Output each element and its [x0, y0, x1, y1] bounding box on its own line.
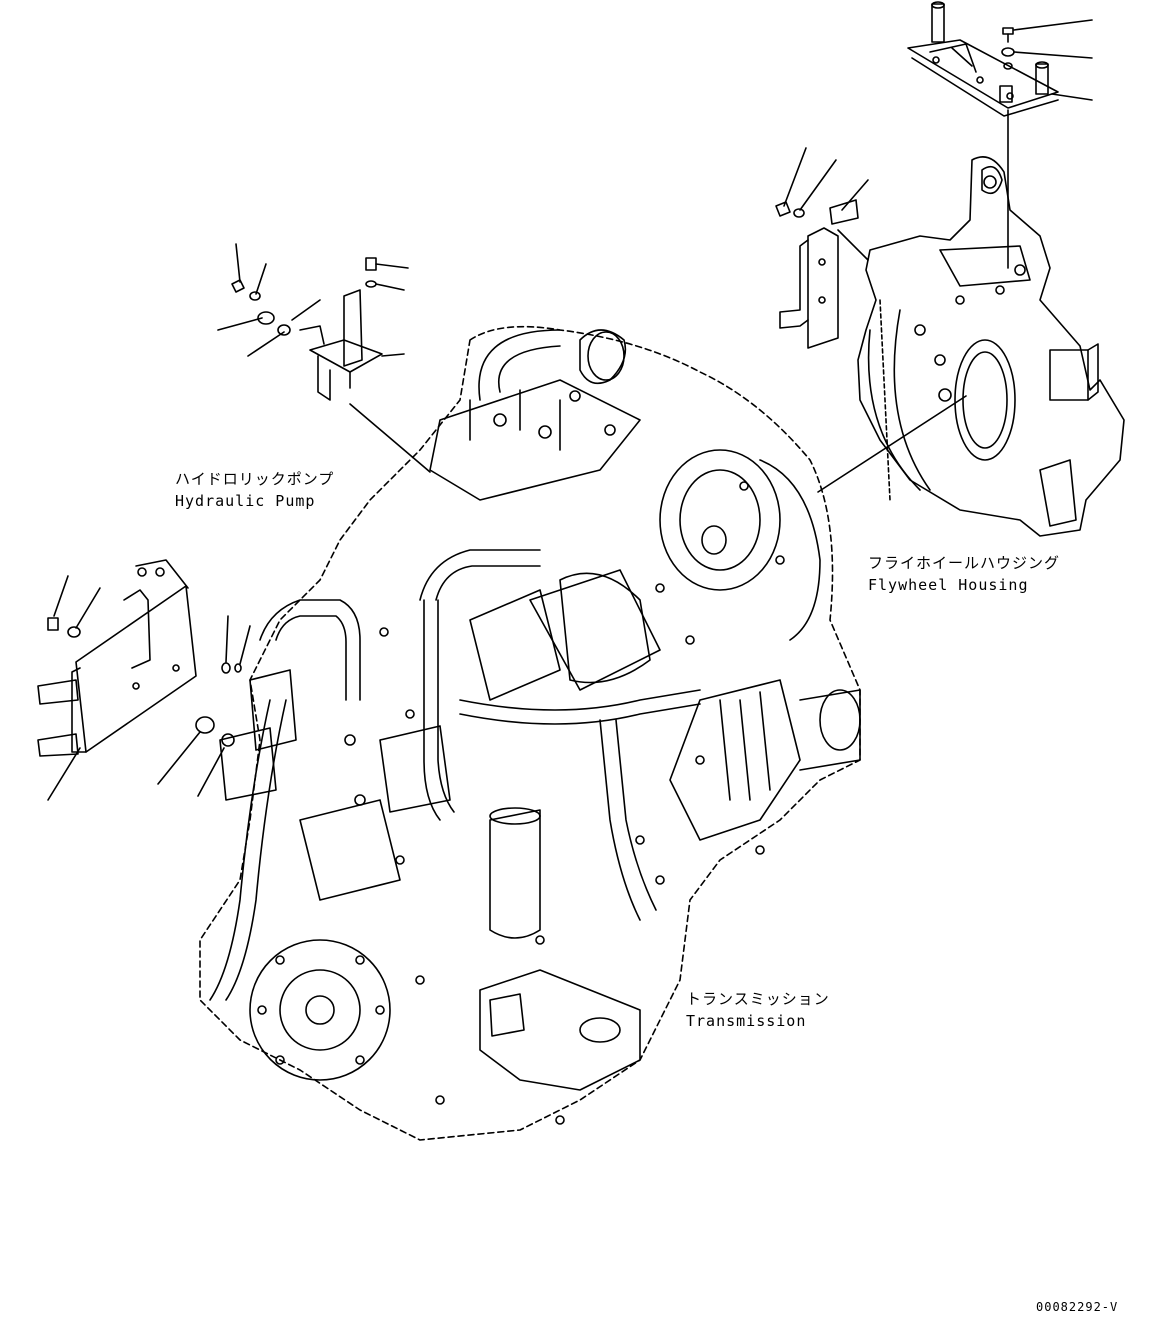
pump-bracket — [217, 243, 431, 473]
hydraulic-pump-label-en: Hydraulic Pump — [175, 492, 316, 510]
drawing-code: 00082292-V — [1036, 1300, 1119, 1314]
side-bracket — [775, 147, 869, 349]
top-bracket — [907, 1, 1093, 269]
flywheel-housing-label-jp: フライホイールハウジング — [868, 554, 1061, 572]
hydraulic-pump-label-jp: ハイドロリックポンプ — [175, 470, 335, 488]
transmission-label-en: Transmission — [686, 1012, 807, 1030]
transmission-assembly — [199, 325, 861, 1141]
flywheel-housing — [817, 156, 1125, 537]
cover-plate — [37, 559, 251, 801]
transmission-label-jp: トランスミッション — [686, 990, 830, 1008]
flywheel-housing-label-en: Flywheel Housing — [868, 576, 1029, 594]
